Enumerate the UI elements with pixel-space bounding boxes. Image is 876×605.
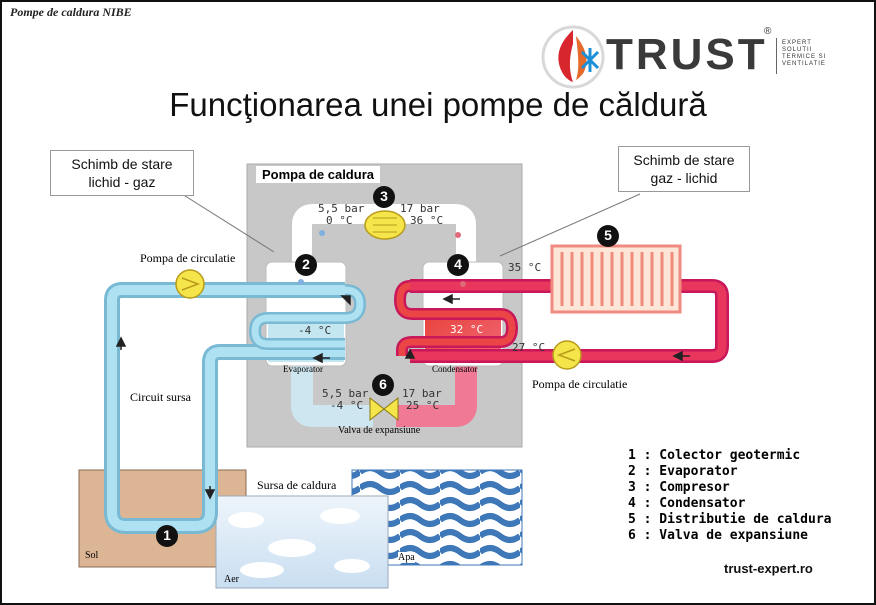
logo-reg-mark: ® — [764, 26, 772, 37]
label-soil: Sol — [85, 550, 99, 561]
legend-item: 1 : Colector geotermic — [628, 448, 801, 463]
reading-bottom-left-temp: -4 °C — [330, 399, 364, 412]
reading-bottom-left-bar: 5,5 bar — [322, 387, 369, 400]
reading-top-right-temp: 36 °C — [410, 214, 444, 227]
radiator — [550, 244, 682, 314]
heat-pump-title: Pompa de caldura — [256, 166, 380, 183]
reading-out-temp: 35 °C — [508, 261, 542, 274]
label-air: Aer — [224, 574, 239, 585]
label-pump-left: Pompa de circulatie — [140, 251, 236, 265]
legend-item: 2 : Evaporator — [628, 464, 738, 479]
label-water: Apa — [398, 552, 415, 563]
pump-left — [175, 269, 205, 299]
reading-top-left-temp: 0 °C — [326, 214, 353, 227]
reading-top-right-bar: 17 bar — [400, 202, 440, 215]
badge-4: 4 — [454, 256, 462, 272]
clouds — [228, 508, 370, 578]
main-title: Funcţionarea unei pompe de căldură — [169, 86, 707, 123]
label-source: Sursa de caldura — [257, 478, 337, 492]
badge-1: 1 — [163, 527, 171, 543]
legend-item: 6 : Valva de expansiune — [628, 528, 809, 543]
expansion-valve — [369, 396, 399, 422]
legend-item: 3 : Compresor — [628, 480, 730, 495]
badge-6: 6 — [379, 376, 387, 392]
label-evaporator: Evaporator — [283, 364, 323, 374]
reading-bottom-right-bar: 17 bar — [402, 387, 442, 400]
label-condensator: Condensator — [432, 364, 478, 374]
pump-right — [552, 340, 582, 370]
badge-3: 3 — [380, 188, 388, 204]
trust-logo: TRUST ® EXPERT SOLUTII TERMICE SI VENTIL… — [540, 24, 830, 90]
reading-bottom-right-temp: 25 °C — [406, 399, 440, 412]
badge-2: 2 — [302, 256, 310, 272]
label-pump-right: Pompa de circulatie — [532, 377, 628, 391]
callout-gas-liquid: Schimb de stare gaz - lichid — [618, 146, 750, 192]
reading-return-temp: 27 °C — [512, 341, 546, 354]
badge-circles — [156, 186, 619, 547]
logo-text: TRUST — [606, 30, 768, 79]
label-circuit: Circuit sursa — [130, 390, 191, 404]
logo-divider — [776, 38, 777, 74]
header-title: Pompe de caldura NIBE — [10, 5, 132, 19]
label-valve: Valva de expansiune — [338, 425, 421, 436]
logo-tagline: EXPERT SOLUTII TERMICE SI VENTILATIE — [782, 40, 827, 67]
flow-arrows — [115, 293, 690, 500]
legend-item: 4 : Condensator — [628, 496, 746, 511]
website-link[interactable]: trust-expert.ro — [724, 561, 813, 576]
legend: 1 : Colector geotermic 2 : Evaporator 3 … — [628, 448, 832, 544]
reading-top-left-bar: 5,5 bar — [318, 202, 365, 215]
badge-5: 5 — [604, 227, 612, 243]
legend-item: 5 : Distributie de caldura — [628, 512, 832, 527]
reading-evap-temp: -4 °C — [298, 324, 332, 337]
callout-liquid-gas: Schimb de stare lichid - gaz — [50, 150, 194, 196]
reading-cond-temp: 32 °C — [450, 323, 484, 336]
